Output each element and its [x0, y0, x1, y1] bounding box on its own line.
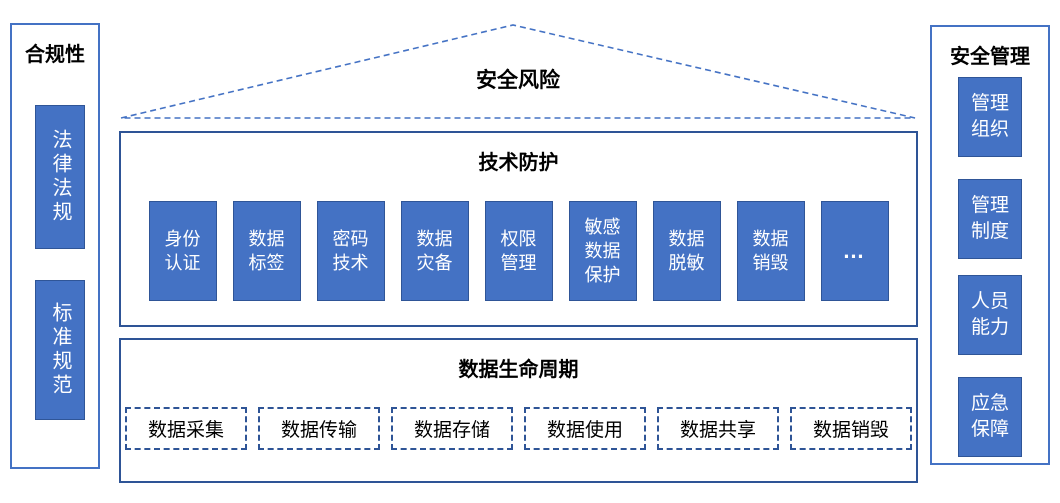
compliance-item-laws: 法律法规 [35, 105, 85, 249]
tech-item-permission-mgmt: 权限 管理 [484, 201, 553, 301]
mgmt-item-emergency: 应急 保障 [958, 377, 1022, 457]
tech-item-more: … [820, 201, 889, 301]
compliance-panel-title: 合规性 [25, 44, 85, 66]
security-mgmt-title: 安全管理 [950, 46, 1030, 68]
tech-protection-row: 身份 认证 数据 标签 密码 技术 数据 灾备 权限 管理 敏感 数据 保护 数… [121, 201, 916, 301]
lifecycle-item-collect: 数据采集 [125, 407, 247, 450]
lifecycle-item-store: 数据存储 [391, 407, 513, 450]
tech-item-data-masking: 数据 脱敏 [652, 201, 721, 301]
tech-item-crypto-tech: 密码 技术 [316, 201, 385, 301]
security-mgmt-panel: 安全管理 管理 组织 管理 制度 人员 能力 应急 保障 [930, 25, 1050, 465]
tech-item-identity-auth: 身份 认证 [148, 201, 217, 301]
tech-protection-title: 技术防护 [478, 152, 559, 174]
compliance-item-standards: 标准规范 [35, 280, 85, 420]
tech-protection-panel: 技术防护 身份 认证 数据 标签 密码 技术 数据 灾备 权限 管理 敏感 数据… [119, 131, 918, 327]
mgmt-item-personnel: 人员 能力 [958, 275, 1022, 355]
tech-item-data-destroy: 数据 销毁 [736, 201, 805, 301]
tech-item-data-dr: 数据 灾备 [400, 201, 469, 301]
lifecycle-item-use: 数据使用 [524, 407, 646, 450]
data-lifecycle-panel: 数据生命周期 数据采集 数据传输 数据存储 数据使用 数据共享 数据销毁 [119, 338, 918, 483]
compliance-panel: 合规性 法律法规 标准规范 [10, 23, 100, 469]
lifecycle-item-transfer: 数据传输 [258, 407, 380, 450]
security-risk-label: 安全风险 [476, 69, 560, 92]
data-lifecycle-title: 数据生命周期 [458, 359, 579, 381]
mgmt-item-policy: 管理 制度 [958, 179, 1022, 259]
tech-item-data-label: 数据 标签 [232, 201, 301, 301]
lifecycle-item-share: 数据共享 [657, 407, 779, 450]
security-risk-roof: 安全风险 [113, 18, 923, 123]
mgmt-item-organization: 管理 组织 [958, 77, 1022, 157]
lifecycle-item-destroy: 数据销毁 [790, 407, 912, 450]
dashed-triangle-shape [120, 24, 916, 119]
data-lifecycle-row: 数据采集 数据传输 数据存储 数据使用 数据共享 数据销毁 [121, 407, 916, 450]
tech-item-sensitive-data: 敏感 数据 保护 [568, 201, 637, 301]
compliance-item-standards-label: 标准规范 [49, 302, 71, 398]
compliance-item-laws-label: 法律法规 [49, 129, 71, 225]
